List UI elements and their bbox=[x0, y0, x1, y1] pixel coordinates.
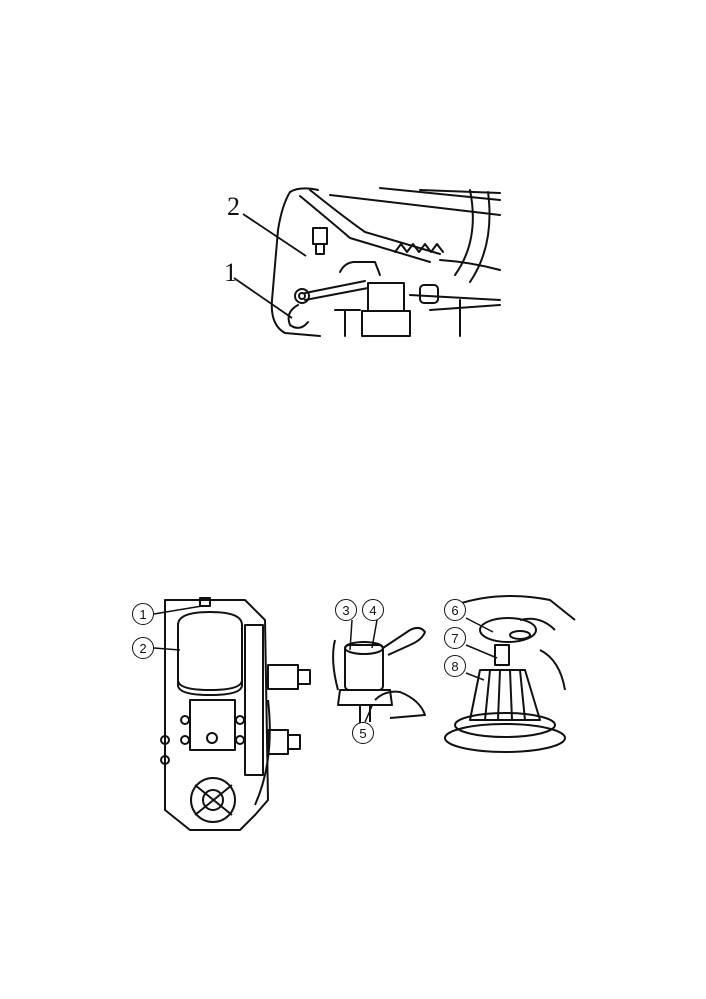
linkage-drawing bbox=[233, 187, 501, 337]
callout-7: 7 bbox=[444, 627, 466, 649]
callout-3: 3 bbox=[335, 599, 357, 621]
callout-2: 2 bbox=[132, 637, 154, 659]
callout-6: 6 bbox=[444, 599, 466, 621]
callout-1: 1 bbox=[132, 603, 154, 625]
callout-8: 8 bbox=[444, 655, 466, 677]
callout-5: 5 bbox=[352, 722, 374, 744]
callout-4: 4 bbox=[362, 599, 384, 621]
top-illustration: 2 1 bbox=[0, 0, 706, 360]
callout-2: 2 bbox=[227, 192, 240, 221]
callout-1: 1 bbox=[224, 258, 237, 287]
